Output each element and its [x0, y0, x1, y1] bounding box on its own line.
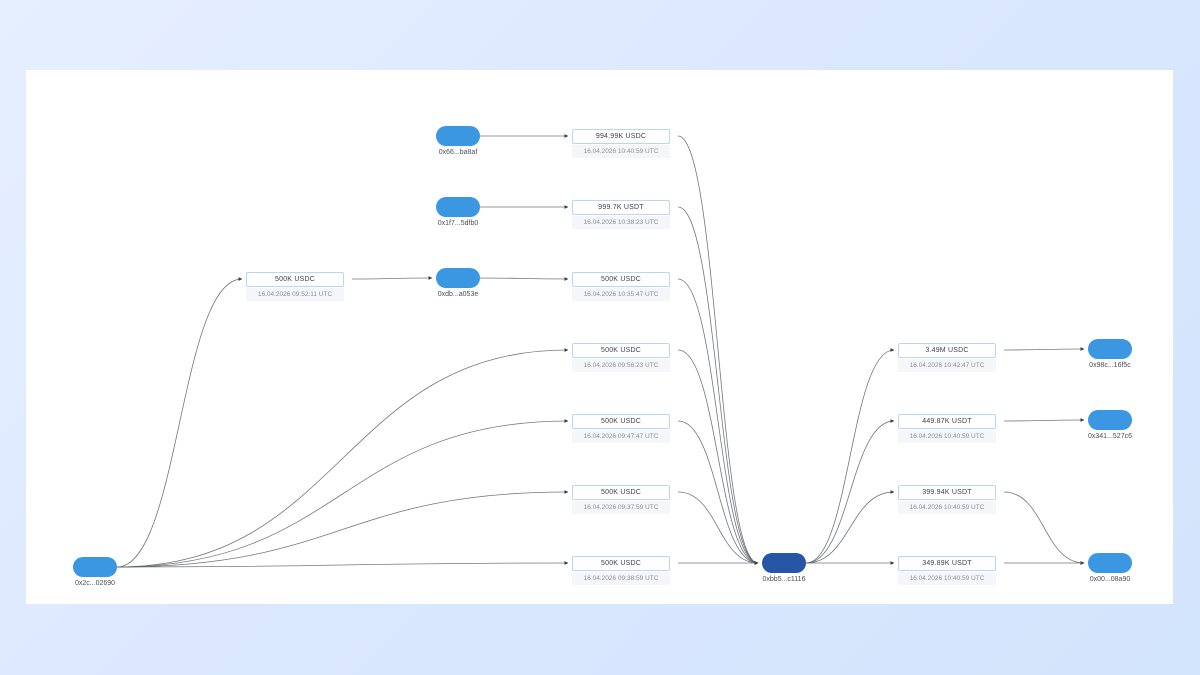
address-label-0x66: 0x66...ba8af: [438, 149, 478, 156]
address-node-0xdb[interactable]: [436, 268, 480, 288]
transaction-timestamp: 16.04.2026 09:52:11 UTC: [246, 288, 344, 301]
transaction-timestamp: 16.04.2026 09:47:47 UTC: [572, 430, 670, 443]
transaction-card[interactable]: 999.7K USDT 16.04.2026 10:38:23 UTC: [572, 200, 670, 229]
transaction-card[interactable]: 500K USDC 16.04.2026 09:38:59 UTC: [572, 556, 670, 585]
address-node-0x66[interactable]: [436, 126, 480, 146]
transaction-amount: 994.99K USDC: [572, 129, 670, 144]
address-label-0x2c: 0x2c...02690: [74, 580, 116, 587]
transaction-timestamp: 16.04.2026 10:40:59 UTC: [898, 572, 996, 585]
transaction-timestamp: 16.04.2026 10:40:59 UTC: [572, 145, 670, 158]
transaction-card[interactable]: 500K USDC 16.04.2026 09:47:47 UTC: [572, 414, 670, 443]
transaction-amount: 500K USDC: [572, 414, 670, 429]
address-node-0x2c[interactable]: [73, 557, 117, 577]
transaction-card[interactable]: 3.49M USDC 16.04.2026 10:42:47 UTC: [898, 343, 996, 372]
transaction-amount: 349.89K USDT: [898, 556, 996, 571]
transaction-card[interactable]: 994.99K USDC 16.04.2026 10:40:59 UTC: [572, 129, 670, 158]
transaction-amount: 500K USDC: [572, 272, 670, 287]
transaction-timestamp: 16.04.2026 10:35:47 UTC: [572, 288, 670, 301]
transaction-timestamp: 16.04.2026 09:56:23 UTC: [572, 359, 670, 372]
address-label-0x1f7: 0x1f7...5dfb0: [437, 220, 479, 227]
address-label-0xdb: 0xdb...a053e: [437, 291, 479, 298]
address-node-0x1f7[interactable]: [436, 197, 480, 217]
transaction-amount: 500K USDC: [572, 485, 670, 500]
address-label-0x98c: 0x98c...16f5c: [1089, 362, 1131, 369]
address-label-0x00: 0x00...08a90: [1089, 576, 1131, 583]
transaction-card[interactable]: 500K USDC 16.04.2026 09:37:59 UTC: [572, 485, 670, 514]
transaction-card[interactable]: 500K USDC 16.04.2026 09:52:11 UTC: [246, 272, 344, 301]
transaction-timestamp: 16.04.2026 10:40:59 UTC: [898, 501, 996, 514]
transaction-amount: 999.7K USDT: [572, 200, 670, 215]
address-node-0x00[interactable]: [1088, 553, 1132, 573]
address-node-0x341[interactable]: [1088, 410, 1132, 430]
transaction-timestamp: 16.04.2026 09:38:59 UTC: [572, 572, 670, 585]
transaction-timestamp: 16.04.2026 09:37:59 UTC: [572, 501, 670, 514]
transaction-amount: 500K USDC: [246, 272, 344, 287]
transaction-amount: 500K USDC: [572, 556, 670, 571]
transaction-timestamp: 16.04.2026 10:40:59 UTC: [898, 430, 996, 443]
transaction-timestamp: 16.04.2026 10:38:23 UTC: [572, 216, 670, 229]
transaction-card[interactable]: 500K USDC 16.04.2026 09:56:23 UTC: [572, 343, 670, 372]
address-label-0x341: 0x341...527c6: [1088, 433, 1132, 440]
transaction-amount: 3.49M USDC: [898, 343, 996, 358]
transaction-card[interactable]: 449.87K USDT 16.04.2026 10:40:59 UTC: [898, 414, 996, 443]
address-node-0x98c[interactable]: [1088, 339, 1132, 359]
transaction-timestamp: 16.04.2026 10:42:47 UTC: [898, 359, 996, 372]
transaction-amount: 449.87K USDT: [898, 414, 996, 429]
transaction-card[interactable]: 399.94K USDT 16.04.2026 10:40:59 UTC: [898, 485, 996, 514]
transaction-amount: 500K USDC: [572, 343, 670, 358]
transaction-card[interactable]: 500K USDC 16.04.2026 10:35:47 UTC: [572, 272, 670, 301]
address-node-0xbb5-hub[interactable]: [762, 553, 806, 573]
transaction-amount: 399.94K USDT: [898, 485, 996, 500]
transaction-card[interactable]: 349.89K USDT 16.04.2026 10:40:59 UTC: [898, 556, 996, 585]
address-label-0xbb5: 0xbb5...c1116: [762, 576, 806, 583]
